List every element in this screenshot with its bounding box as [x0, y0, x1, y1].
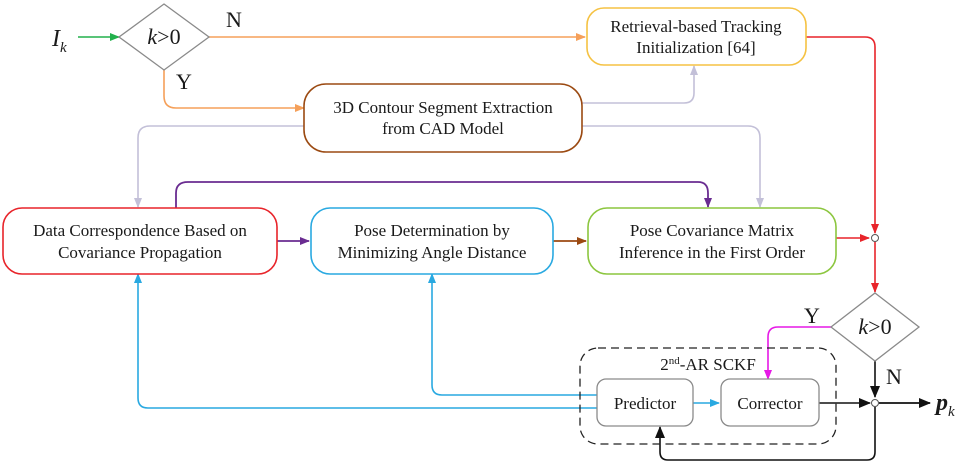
- output-junction: [871, 399, 879, 407]
- feedback-to-predictor-arrow: [655, 407, 876, 461]
- correspondence-label-line2: Covariance Propagation: [58, 243, 222, 262]
- correspondence-to-covariance-arrow: [175, 181, 712, 208]
- yes-branch-to-corrector-arrow: [764, 326, 842, 380]
- retrieval-box[interactable]: [586, 7, 807, 66]
- corrector-box[interactable]: [720, 378, 820, 427]
- retrieval-to-junction-arrow: [806, 36, 879, 234]
- covariance-label-line1: Pose Covariance Matrix: [630, 221, 795, 240]
- contour-box[interactable]: [303, 83, 583, 153]
- contour-to-retrieval-arrow: [582, 65, 698, 104]
- retrieval-label-line2: Initialization [64]: [636, 38, 755, 57]
- yes-branch-to-contour-arrow: [163, 70, 305, 112]
- decision-bottom-label: k>0: [858, 314, 891, 339]
- contour-label-line1: 3D Contour Segment Extraction: [333, 98, 553, 117]
- predictor-box[interactable]: [596, 378, 694, 427]
- pose-box[interactable]: [310, 207, 554, 275]
- pose-label-line1: Pose Determination by: [354, 221, 510, 240]
- sckf-title: 2nd-AR SCKF: [660, 355, 756, 374]
- predictor-to-pose-arrow: [428, 273, 597, 396]
- decision-top[interactable]: [117, 3, 211, 71]
- decision-top-yes-label: Y: [176, 69, 192, 94]
- predictor-to-correspondence-arrow: [134, 273, 597, 409]
- corrector-label: Corrector: [737, 394, 802, 413]
- input-label: Ik: [51, 26, 67, 56]
- decision-bottom[interactable]: [829, 292, 921, 362]
- pose-label-line2: Minimizing Angle Distance: [338, 243, 527, 262]
- correspondence-box[interactable]: [2, 207, 278, 275]
- sckf-group: [579, 347, 837, 445]
- decision-top-no-label: N: [226, 7, 242, 32]
- covariance-box[interactable]: [587, 207, 837, 275]
- correspondence-label-line1: Data Correspondence Based on: [33, 221, 247, 240]
- contour-to-correspondence-arrow: [134, 125, 304, 208]
- merge-junction: [871, 234, 879, 242]
- decision-top-label: k>0: [147, 24, 180, 49]
- decision-bottom-no-label: N: [886, 364, 902, 389]
- decision-bottom-yes-label: Y: [804, 303, 820, 328]
- contour-to-covariance-arrow: [582, 125, 764, 208]
- covariance-label-line2: Inference in the First Order: [619, 243, 805, 262]
- predictor-label: Predictor: [614, 394, 677, 413]
- output-label: pk: [934, 390, 955, 420]
- retrieval-label-line1: Retrieval-based Tracking: [610, 17, 782, 36]
- contour-label-line2: from CAD Model: [382, 119, 504, 138]
